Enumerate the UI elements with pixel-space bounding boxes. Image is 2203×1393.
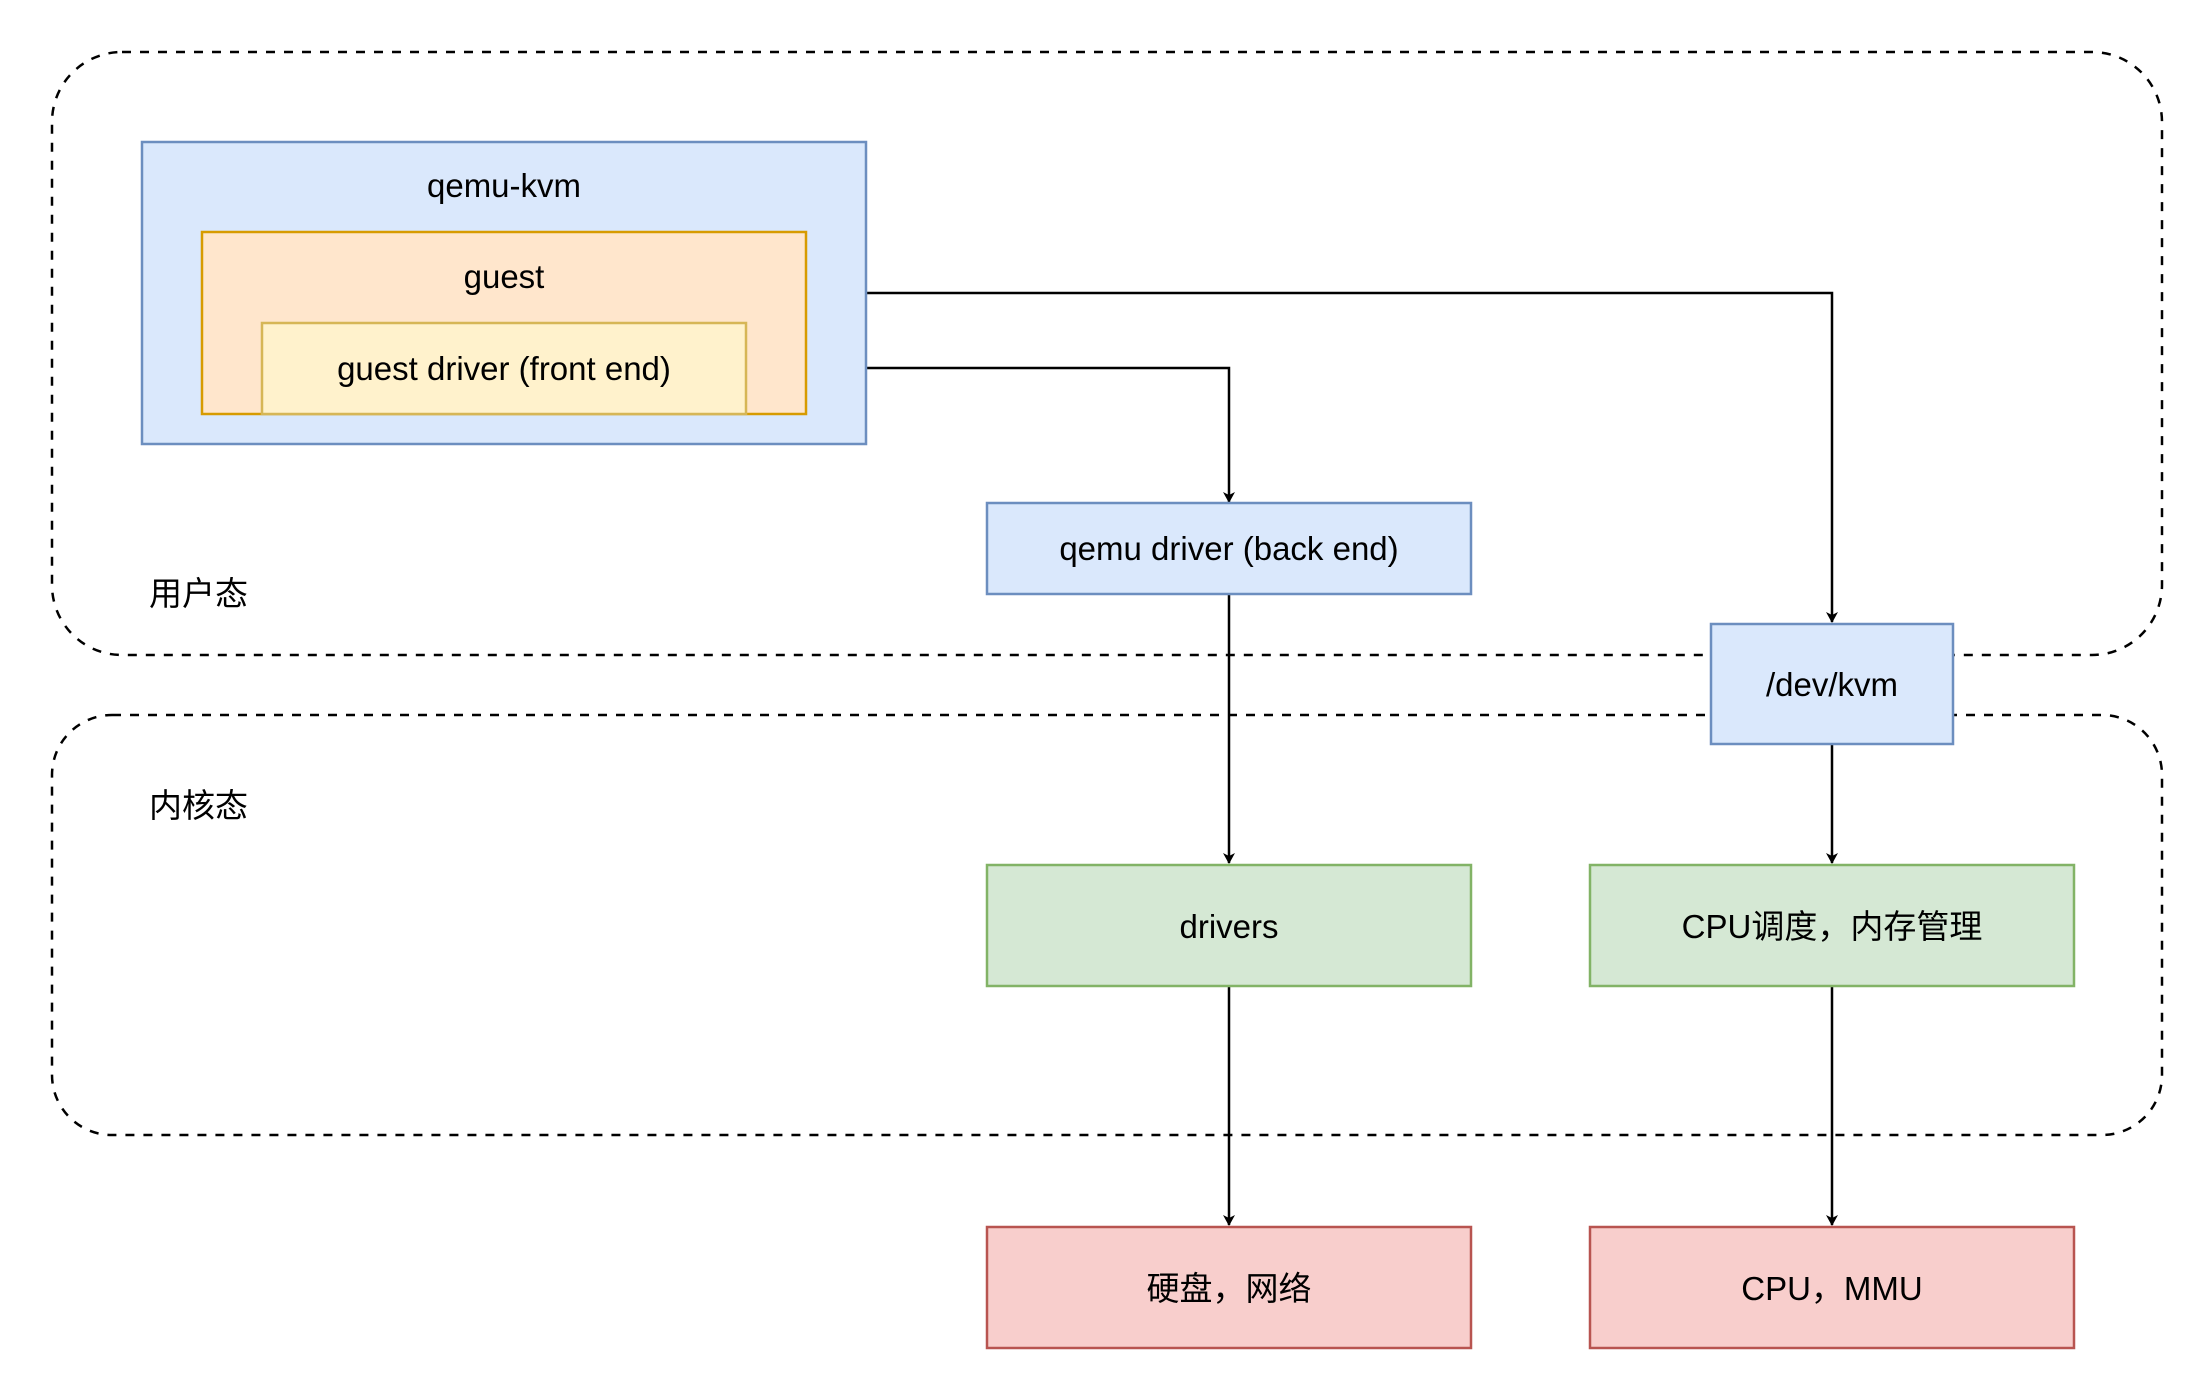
drivers-label: drivers bbox=[1179, 908, 1278, 945]
qemu-driver-label: qemu driver (back end) bbox=[1059, 530, 1398, 567]
node-cpu-scheduling: CPU调度，内存管理 bbox=[1588, 863, 2076, 988]
cpu-scheduling-label: CPU调度，内存管理 bbox=[1682, 908, 1983, 945]
drivers-box bbox=[985, 863, 1473, 988]
qemu-driver-box bbox=[985, 501, 1473, 596]
cpu-scheduling-box bbox=[1588, 863, 2076, 988]
node-drivers: drivers bbox=[985, 863, 1473, 988]
cpu-mmu-box bbox=[1588, 1225, 2076, 1350]
cpu-mmu-label: CPU，MMU bbox=[1741, 1270, 1922, 1307]
guest-driver-label: guest driver (front end) bbox=[337, 350, 671, 387]
edge-guest-driver-to-qemu-driver bbox=[746, 366, 1235, 503]
region-kernel-space: 内核态 bbox=[50, 713, 2164, 1137]
guest-label: guest bbox=[464, 258, 545, 295]
region-user-space-label: 用户态 bbox=[149, 575, 248, 612]
node-dev-kvm: /dev/kvm bbox=[1709, 622, 1955, 746]
node-cpu-mmu: CPU，MMU bbox=[1588, 1225, 2076, 1350]
qemu-kvm-label: qemu-kvm bbox=[427, 167, 581, 204]
region-kernel-space-label: 内核态 bbox=[149, 787, 248, 824]
guest-driver-box bbox=[260, 321, 748, 416]
edges bbox=[746, 291, 1838, 1226]
dev-kvm-label: /dev/kvm bbox=[1766, 666, 1898, 703]
region-user-space: 用户态 bbox=[50, 50, 2164, 657]
dev-kvm-box bbox=[1709, 622, 1955, 746]
edge-qemu-kvm-to-dev-kvm bbox=[867, 291, 1838, 623]
disk-network-box bbox=[985, 1225, 1473, 1350]
node-qemu-driver: qemu driver (back end) bbox=[985, 501, 1473, 596]
disk-network-label: 硬盘，网络 bbox=[1147, 1270, 1312, 1307]
node-disk-network: 硬盘，网络 bbox=[985, 1225, 1473, 1350]
node-guest-driver: guest driver (front end) bbox=[260, 321, 748, 416]
